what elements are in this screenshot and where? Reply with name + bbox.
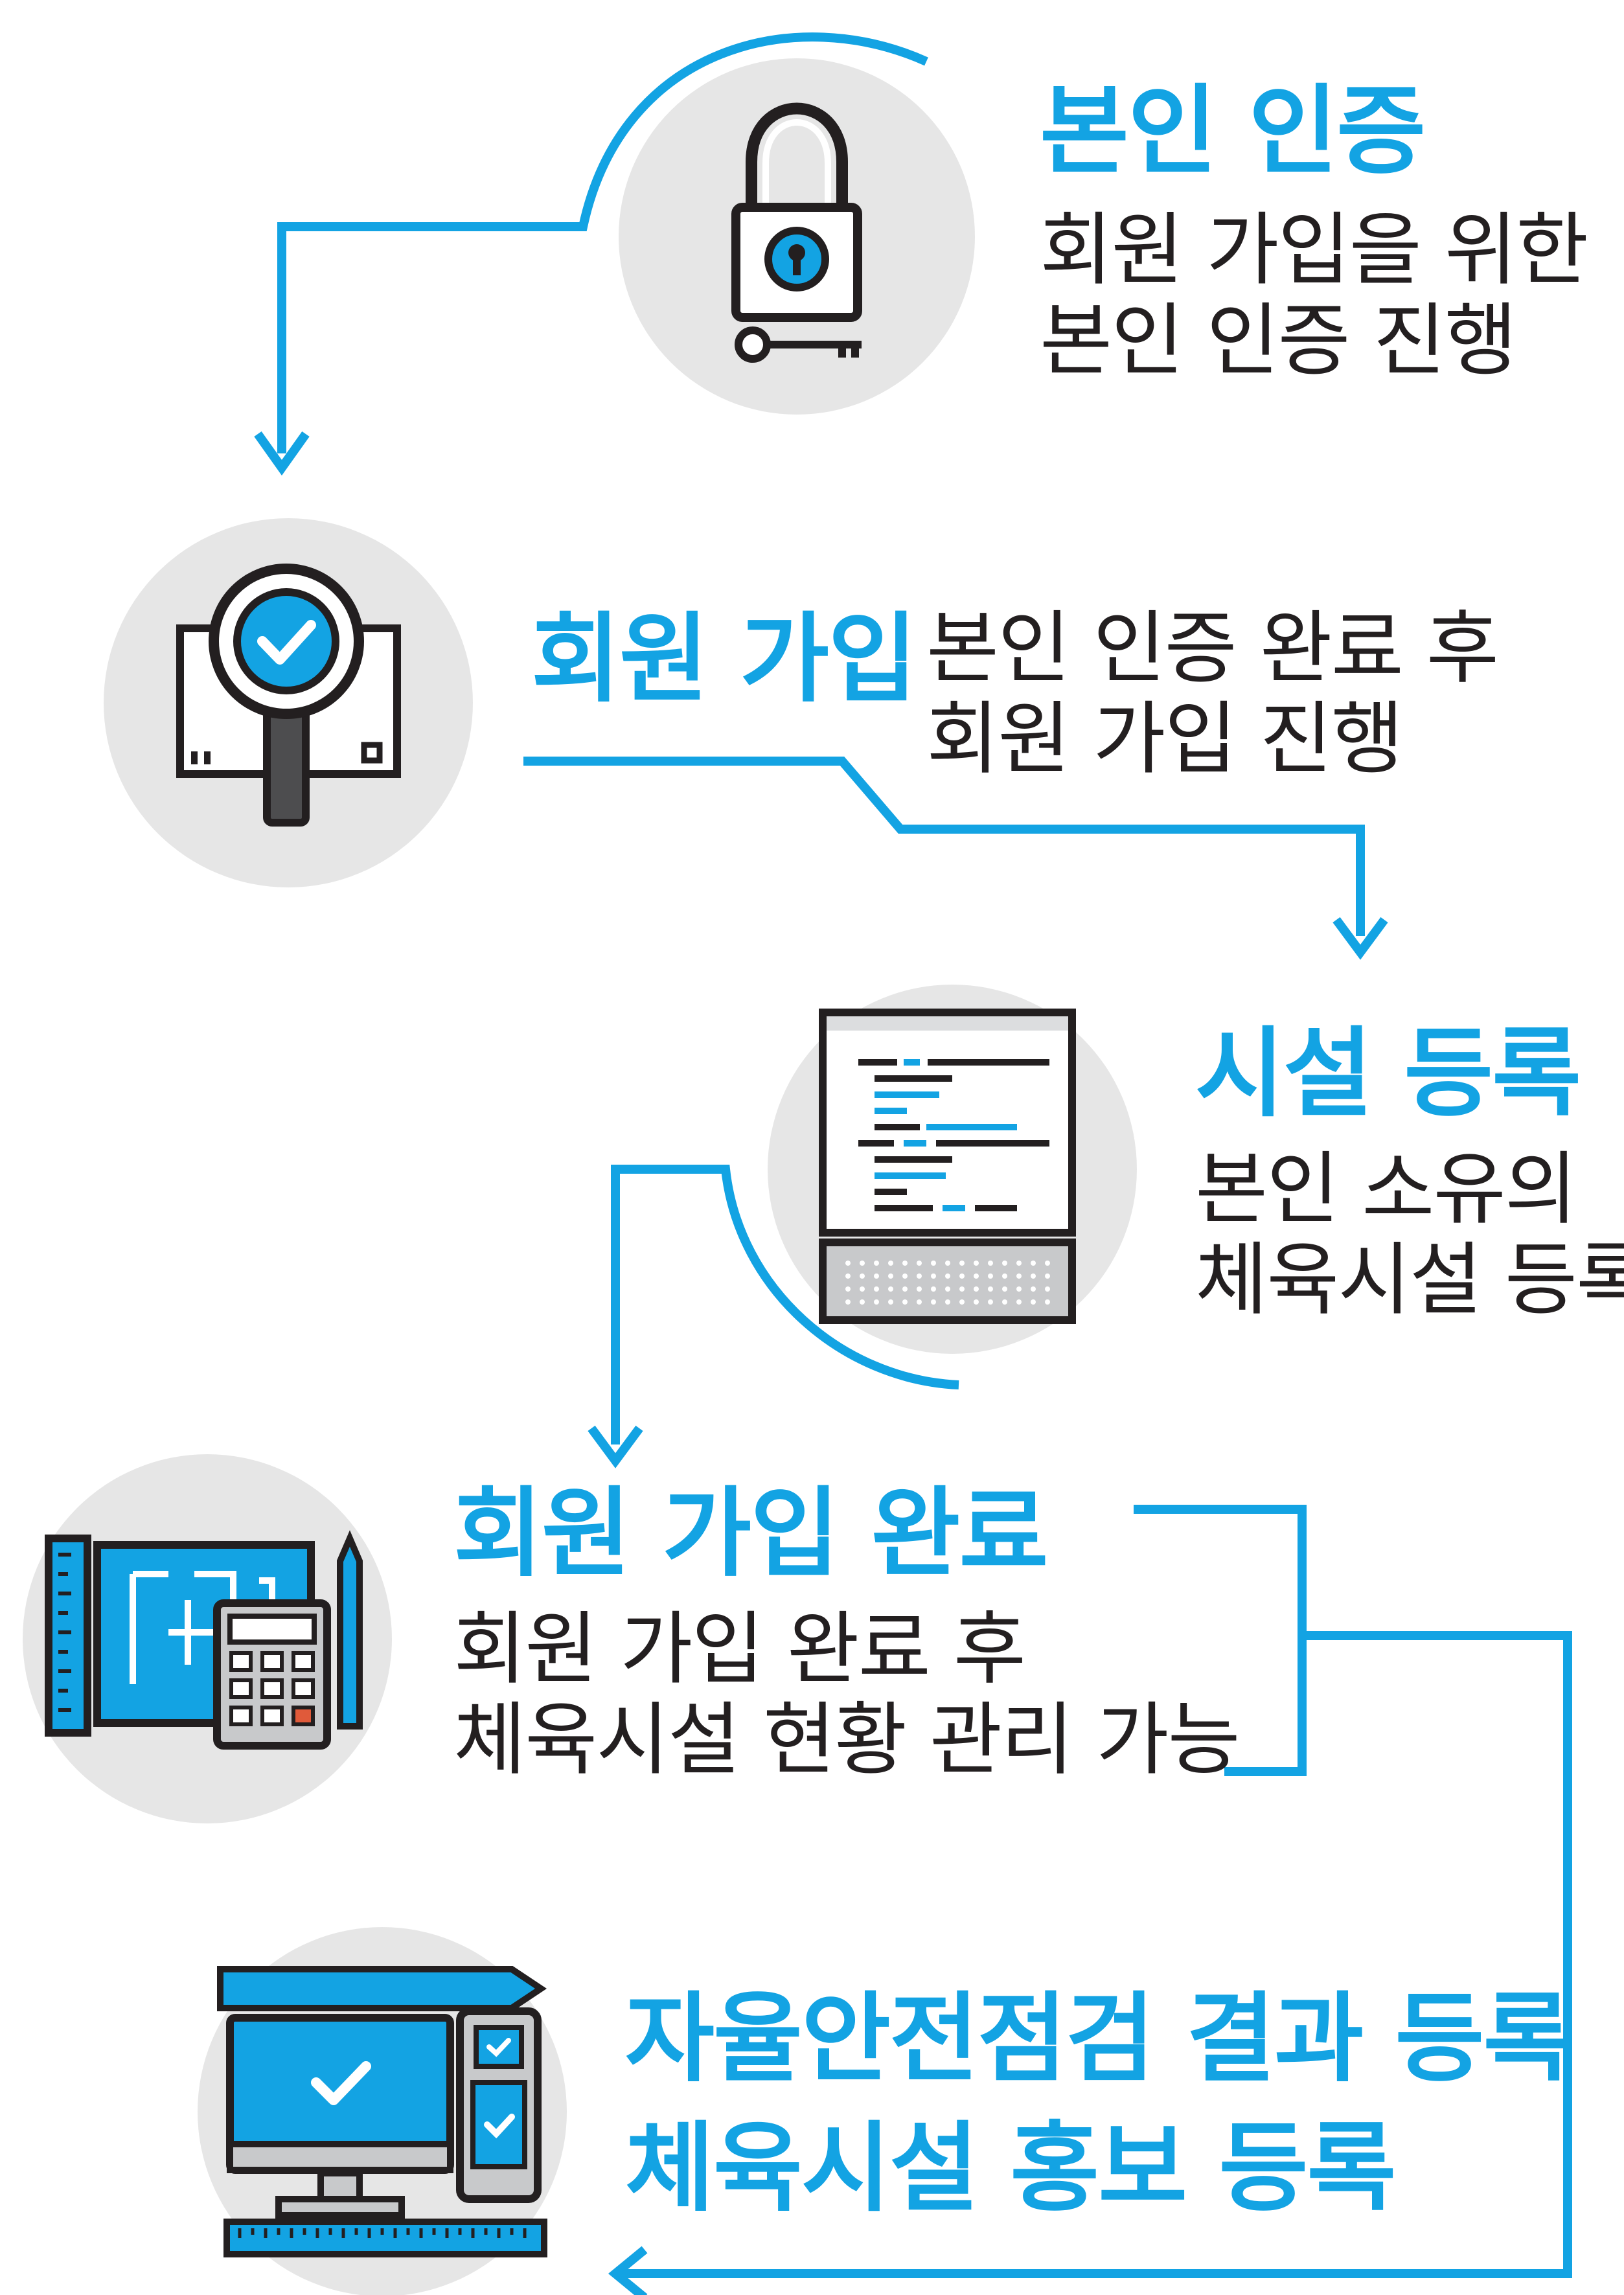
arrowhead-4-5 <box>608 2246 648 2295</box>
step2-desc-line1: 본인 인증 완료 후 <box>926 602 1499 694</box>
flow-connectors <box>254 32 1572 2295</box>
connector-bracket-4 <box>1134 1505 1307 1776</box>
step1-desc-line2: 본인 인증 진행 <box>1040 295 1517 387</box>
step4-title: 회원 가입 완료 <box>453 1478 1048 1590</box>
connector-1-2 <box>277 32 928 453</box>
step3-desc-line1: 본인 소유의 <box>1195 1143 1577 1235</box>
blueprint-calculator-icon <box>45 1530 363 1750</box>
magnifier-check-document-icon <box>176 564 401 827</box>
arrowhead-1-2 <box>254 431 310 476</box>
step3-desc-line2: 체육시설 등록 <box>1195 1234 1624 1326</box>
padlock-key-icon <box>731 102 862 363</box>
step4-desc-line1: 회원 가입 완료 후 <box>453 1603 1026 1695</box>
step5-title-line2: 체육시설 홍보 등록 <box>625 2112 1396 2225</box>
connector-2-3 <box>523 757 1365 936</box>
step3-title: 시설 등록 <box>1195 1018 1581 1130</box>
step5-title-line1: 자율안전점검 결과 등록 <box>625 1983 1572 2095</box>
step2-desc-line2: 회원 가입 진행 <box>926 693 1404 785</box>
step2-title: 회원 가입 <box>531 603 917 716</box>
arrowhead-3-4 <box>588 1425 643 1468</box>
step4-desc-line2: 체육시설 현황 관리 가능 <box>453 1694 1241 1786</box>
step1-desc-line1: 회원 가입을 위한 <box>1040 204 1588 296</box>
arrowhead-2-3 <box>1332 917 1388 960</box>
connector-3-4 <box>611 1165 959 1444</box>
step1-title: 본인 인증 <box>1040 75 1426 188</box>
code-laptop-icon <box>819 1009 1076 1324</box>
devices-check-icon <box>217 1966 547 2257</box>
connector-4-5 <box>622 1631 1572 2278</box>
